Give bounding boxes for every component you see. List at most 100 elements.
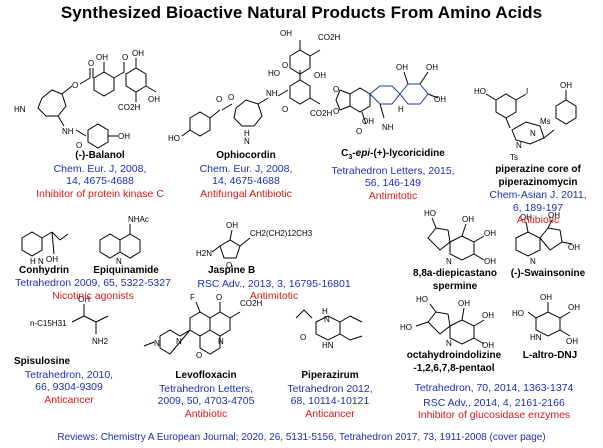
atom-label: n-C15H31 — [30, 319, 67, 328]
atom-label: OH — [396, 63, 408, 72]
activity: Inhibitor of protein kinase C — [36, 187, 164, 200]
piperazirum-caption: Piperazirum Tetrahedron 2012, 68, 10114-… — [270, 370, 390, 420]
atom-label: I — [526, 87, 528, 96]
atom-label: OH — [314, 71, 326, 80]
activity: Antibiotic — [516, 214, 560, 226]
lycoricidine-caption: C3-epi-(+)-lycoricidine Tetrahedron Lett… — [318, 148, 468, 202]
atom-label: OH — [462, 215, 474, 224]
atom-label: OH — [540, 293, 552, 302]
atom-label: O — [333, 85, 339, 94]
atom-label: CH2(CH2)12CH3 — [250, 229, 313, 238]
piperazinomycin-caption: piperazine core of piperazinomycin Chem-… — [478, 164, 598, 227]
jaspine-structure: OH CH2(CH2)12CH3 H2N O — [196, 221, 313, 270]
activity: Antibiotic — [184, 407, 228, 420]
balanol-caption: (-)-Balanol Chem. Eur. J, 2008, 14, 4675… — [20, 150, 180, 200]
atom-label: H — [244, 129, 250, 138]
reference: Tetrahedron Letters, — [159, 382, 253, 395]
glucosidase-caption: Tetrahedron, 70, 2014, 1363-1374 RSC Adv… — [404, 382, 584, 422]
atom-label: N — [446, 257, 452, 266]
atom-label: OH — [426, 63, 438, 72]
atom-label: HO — [424, 209, 436, 218]
swainsonine-structure: OH OH OH N — [515, 211, 580, 266]
atom-label: OH — [484, 257, 496, 266]
ophiocordin-caption: Ophiocordin Chem. Eur. J, 2008, 14, 4675… — [176, 150, 316, 200]
atom-label: O — [300, 333, 306, 342]
activity: Inhibitor of glucosidase enzymes — [417, 409, 571, 421]
atom-label: HO — [474, 87, 486, 96]
atom-label: OH — [148, 95, 160, 104]
atom-label: N — [530, 257, 536, 266]
conhydrin-structure: OH H N — [21, 231, 69, 266]
pentaol-structure: HO HO OH OH OH N — [400, 295, 494, 350]
atom-label: N — [176, 337, 182, 346]
atom-label: HO — [268, 69, 280, 78]
reference: Tetrahedron 2012, — [287, 382, 373, 395]
reference: 6, 189-197 — [512, 201, 564, 214]
atom-label: CO2H — [318, 33, 340, 42]
atom-label: HN — [14, 105, 26, 114]
atom-label: OH — [226, 221, 238, 230]
atom-label: N — [516, 141, 522, 150]
atom-label: O — [282, 61, 288, 70]
activity: Nicotinic agonists — [52, 289, 134, 302]
atom-label: O — [122, 53, 128, 62]
castanospermine-structure: HO OH OH OH N — [424, 209, 496, 266]
atom-label: HO — [512, 309, 524, 318]
atom-label: HN — [530, 333, 542, 342]
atom-label: OH — [132, 49, 144, 58]
activity: Antimitotic — [368, 189, 418, 202]
reference: Tetrahedron, 2010, — [24, 368, 114, 381]
castanospermine-caption: 8,8a-diepicastano spermine — [400, 268, 510, 293]
spisulosine-caption: Spisulosine Tetrahedron, 2010, 66, 9304-… — [14, 356, 124, 406]
atom-label: N — [154, 339, 160, 348]
atom-label: OH — [46, 255, 58, 264]
compound-name-epiquinamide: Epiquinamide — [93, 265, 159, 276]
compound-name: Piperazirum — [301, 370, 359, 381]
atom-label: NH2 — [92, 337, 109, 346]
atom-label: OH — [568, 303, 580, 312]
reference: Chem-Asian J. 2011, — [489, 189, 587, 201]
compound-name: C3-epi-(+)-lycoricidine — [341, 148, 445, 161]
atom-label: N — [530, 129, 536, 138]
atom-label: CO2H — [310, 109, 332, 118]
atom-label: HO — [168, 134, 180, 143]
compound-name: Levofloxacin — [175, 370, 237, 381]
footer-reviews: Reviews: Chemistry A European Journal; 2… — [57, 432, 546, 443]
levofloxacin-structure: F O CO2H N N O N — [143, 293, 262, 360]
atom-label: O — [196, 351, 202, 360]
reference: Tetrahedron 2009, 65, 5322-5327 — [15, 277, 171, 289]
ophiocordin-structure: HO O O H N NH O O OH CO2H HO OH CO2H — [168, 29, 340, 146]
atom-label: O — [216, 293, 222, 302]
compound-name: Ophiocordin — [216, 150, 276, 161]
spisulosine-structure: OH NH2 n-C15H31 — [30, 295, 109, 346]
reference: Chem. Eur. J, 2008, — [199, 162, 293, 175]
compound-name: piperazine core of — [495, 164, 581, 175]
activity: Antimitotic — [249, 290, 299, 302]
atom-label: OH — [484, 229, 496, 238]
dnj-structure: HO OH OH OH HN — [512, 293, 580, 346]
epiquinamide-structure: NHAc N — [99, 215, 149, 266]
compound-name: -1,2,6,7,8-pentaol — [413, 362, 495, 374]
piperazinomycin-structure: HO I Ms N N Ts OH — [474, 81, 577, 162]
atom-label: O — [228, 93, 234, 102]
atom-label: O — [216, 95, 222, 104]
atom-label: N — [116, 257, 122, 266]
atom-label: N — [244, 137, 250, 146]
atom-label: CO2H — [118, 103, 140, 112]
reference: RSC Adv., 2014, 4, 2161-2166 — [423, 396, 565, 409]
atom-label: Ts — [510, 153, 518, 162]
atom-label: OH — [362, 117, 374, 126]
reference: 66, 9304-9309 — [35, 381, 103, 393]
compound-name: octahydroindolizine — [406, 350, 502, 361]
atom-label: NH — [62, 127, 74, 136]
atom-label: NH — [266, 89, 278, 98]
pentaol-caption: octahydroindolizine -1,2,6,7,8-pentaol — [394, 350, 514, 375]
atom-label: HO — [400, 323, 412, 332]
atom-label: OH — [434, 95, 446, 104]
atom-label: H — [322, 307, 328, 316]
atom-label: F — [190, 293, 195, 302]
atom-label: N — [218, 337, 224, 346]
atom-label: OH — [520, 213, 532, 222]
activity: Anticancer — [44, 393, 94, 406]
